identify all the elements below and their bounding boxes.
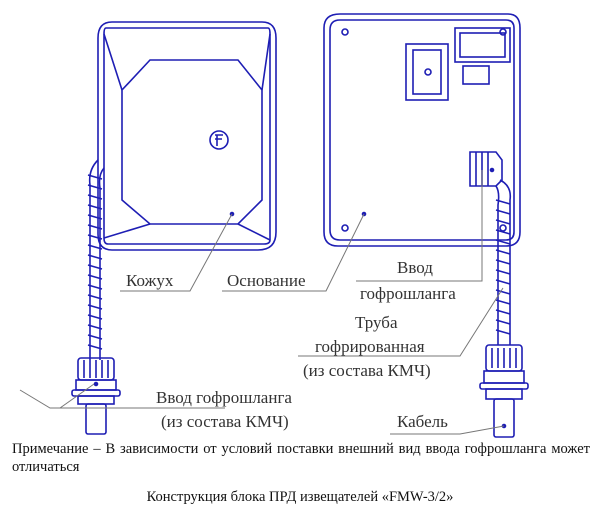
figure-caption: Конструкция блока ПРД извещателей «FMW-3… bbox=[146, 489, 454, 505]
label-tube-1: Труба bbox=[355, 313, 398, 332]
cover-housing bbox=[97, 21, 277, 251]
label-left-entry-2: (из состава КМЧ) bbox=[161, 412, 289, 431]
left-corrugated-hose bbox=[71, 159, 121, 435]
label-cover: Кожух bbox=[126, 271, 174, 290]
label-tube-3: (из состава КМЧ) bbox=[303, 361, 431, 380]
right-corrugated-hose bbox=[479, 179, 529, 438]
label-hose-entry-2: гофрошланга bbox=[360, 284, 456, 303]
label-cable: Кабель bbox=[397, 412, 448, 431]
leader-lines bbox=[19, 170, 505, 435]
note-text: Примечание – В зависимости от условий по… bbox=[12, 441, 590, 475]
label-base: Основание bbox=[227, 271, 306, 290]
label-hose-entry-1: Ввод bbox=[397, 258, 433, 277]
label-left-entry-1: Ввод гофрошланга bbox=[156, 388, 292, 407]
base-housing bbox=[323, 13, 521, 247]
label-tube-2: гофрированная bbox=[315, 337, 425, 356]
